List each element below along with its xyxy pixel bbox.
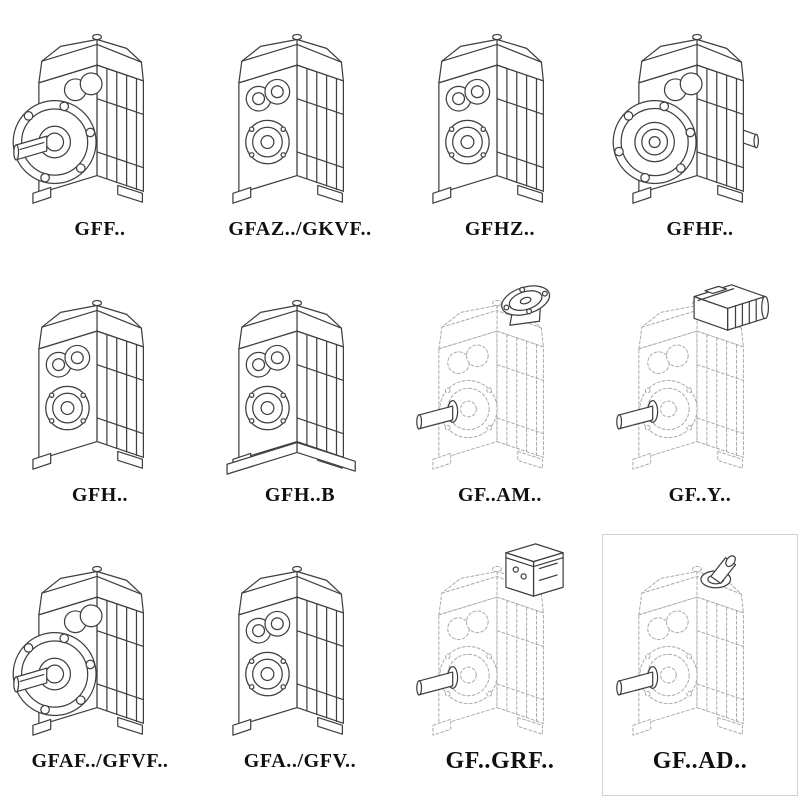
model-cell-gf-am: GF..AM..	[400, 266, 600, 532]
gearbox-figure	[211, 4, 389, 216]
model-cell-gfhz: GFHZ..	[400, 0, 600, 266]
model-label: GFAF../GFVF..	[31, 750, 169, 772]
model-label: GF..AD..	[652, 748, 748, 774]
gearbox-drawing-icon	[613, 34, 758, 203]
model-label: GF..GRF..	[445, 748, 555, 774]
gearbox-drawing-icon	[233, 34, 343, 203]
gearbox-drawing-icon	[617, 554, 744, 735]
gearbox-figure	[411, 270, 589, 482]
gearbox-drawing-icon	[13, 566, 143, 735]
model-cell-gff: GFF..	[0, 0, 200, 266]
model-label: GFH..	[71, 484, 129, 506]
model-cell-gfa-gfv: GFA../GFV..	[200, 532, 400, 798]
model-label: GF..Y..	[668, 484, 732, 506]
gearbox-figure	[211, 536, 389, 748]
gearbox-drawing-icon	[617, 285, 769, 469]
gearbox-drawing-icon	[417, 544, 563, 735]
model-label: GFAZ../GKVF..	[228, 218, 372, 240]
gearbox-drawing-icon	[433, 34, 543, 203]
gearbox-drawing-icon	[33, 300, 143, 469]
gearbox-drawing-icon	[233, 566, 343, 735]
model-label: GFHF..	[666, 218, 734, 240]
gearbox-figure	[611, 4, 789, 216]
model-cell-gfh: GFH..	[0, 266, 200, 532]
gearbox-figure	[611, 270, 789, 482]
gearbox-drawing-icon	[227, 300, 355, 474]
gearbox-figure	[211, 270, 389, 482]
gearbox-figure	[11, 270, 189, 482]
gearbox-figure	[11, 4, 189, 216]
model-label: GF..AM..	[457, 484, 543, 506]
model-cell-gfaz-gkvf: GFAZ../GKVF..	[200, 0, 400, 266]
model-label: GFH..B	[264, 484, 336, 506]
gearbox-figure	[611, 536, 789, 748]
model-cell-gf-grf: GF..GRF..	[400, 532, 600, 798]
gearbox-figure	[11, 536, 189, 748]
gearbox-drawing-icon	[13, 34, 143, 203]
model-label: GFF..	[74, 218, 126, 240]
model-label: GFHZ..	[464, 218, 536, 240]
gearbox-figure	[411, 536, 589, 748]
model-cell-gfaf-gfvf: GFAF../GFVF..	[0, 532, 200, 798]
gearbox-figure	[411, 4, 589, 216]
model-cell-gf-ad: GF..AD..	[600, 532, 800, 798]
model-cell-gfh-b: GFH..B	[200, 266, 400, 532]
model-cell-gfhf: GFHF..	[600, 0, 800, 266]
gearbox-drawing-icon	[417, 281, 553, 470]
model-cell-gf-y: GF..Y..	[600, 266, 800, 532]
model-label: GFA../GFV..	[243, 750, 357, 772]
